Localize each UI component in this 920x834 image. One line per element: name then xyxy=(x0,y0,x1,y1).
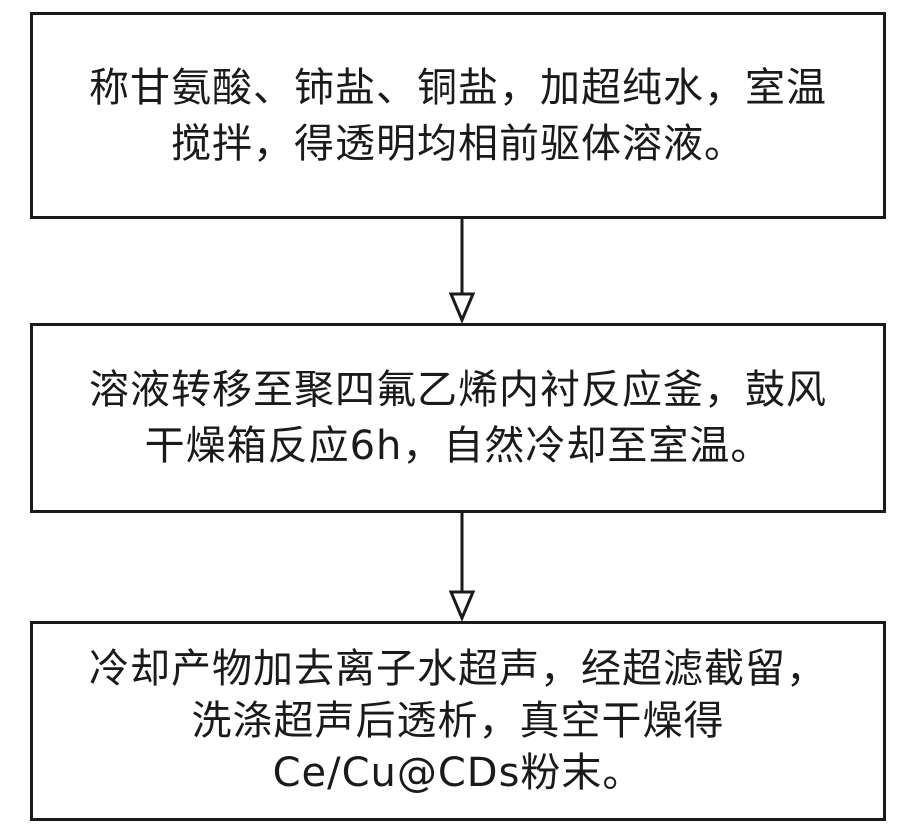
step-2-box: 溶液转移至聚四氟乙烯内衬反应釜，鼓风 干燥箱反应6h，自然冷却至室温。 xyxy=(30,323,886,513)
step-3-line-1: 冷却产物加去离子水超声，经超滤截留， xyxy=(89,643,827,695)
step-3-line-3: Ce/Cu@CDs粉末。 xyxy=(273,747,644,799)
step-3-line-2: 洗涤超声后透析，真空干燥得 xyxy=(192,695,725,747)
arrow-2-head xyxy=(451,592,473,618)
step-1-box: 称甘氨酸、铈盐、铜盐，加超纯水，室温 搅拌，得透明均相前驱体溶液。 xyxy=(30,12,886,219)
step-3-box: 冷却产物加去离子水超声，经超滤截留， 洗涤超声后透析，真空干燥得 Ce/Cu@C… xyxy=(30,621,886,821)
step-1-line-1: 称甘氨酸、铈盐、铜盐，加超纯水，室温 xyxy=(89,60,827,116)
step-2-line-1: 溶液转移至聚四氟乙烯内衬反应釜，鼓风 xyxy=(89,362,827,418)
step-1-line-2: 搅拌，得透明均相前驱体溶液。 xyxy=(171,116,745,172)
arrow-1-to-2 xyxy=(451,219,473,320)
arrow-2-to-3 xyxy=(451,513,473,618)
arrow-1-head xyxy=(451,294,473,320)
step-2-line-2: 干燥箱反应6h，自然冷却至室温。 xyxy=(145,418,772,474)
